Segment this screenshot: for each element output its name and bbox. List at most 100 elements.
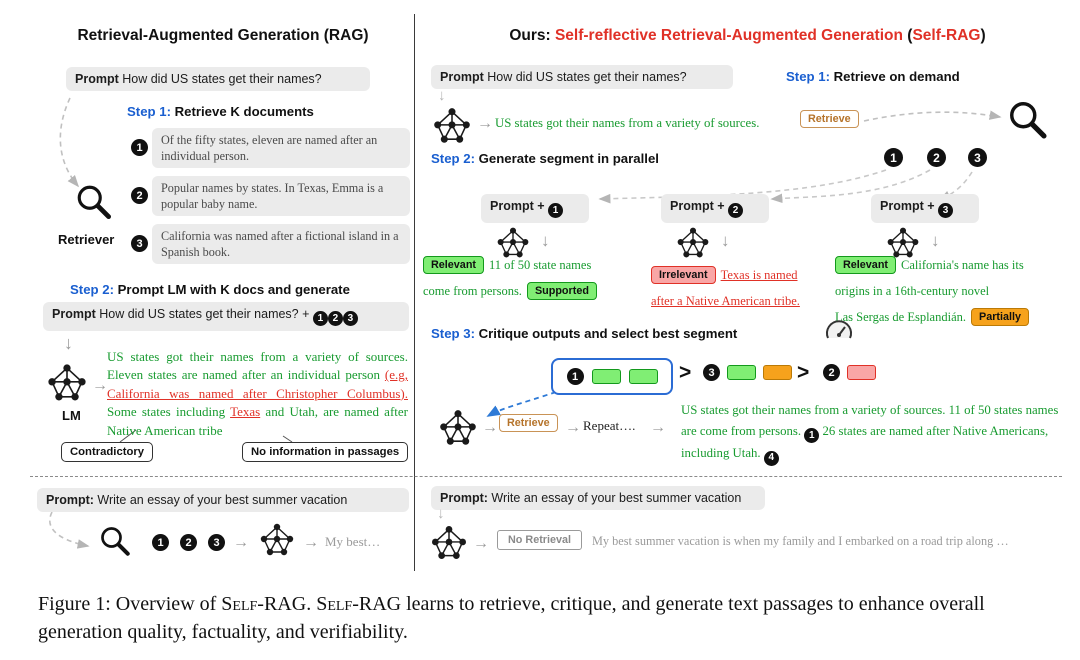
supported-badge: Supported [526,282,597,300]
dashed-arrow-prompt-to-retriever [59,97,80,188]
generation-segment-green: Native American tribe [107,422,223,438]
title-ours: Ours: [509,27,551,44]
left-prompt-box: Prompt How did US states get their names… [66,67,370,91]
retrieve-token-badge: Retrieve [800,110,859,128]
no-information-callout: No information in passages [242,442,409,462]
down-arrow-icon: ↓ [64,333,73,353]
my-best-label: My best… [325,534,381,549]
segment-bar-green [628,369,658,384]
rank3-doc: 2 [823,364,840,381]
down-arrow-icon: ↓ [541,231,550,250]
step3-label: Step 3: [431,326,475,341]
segment-bar-pink [847,365,876,380]
segment-bar-green [727,365,756,380]
rank2-group: 3 [703,364,792,381]
right-prompt-box: Prompt How did US states get their names… [431,65,733,89]
citation-doc-4: 4 [763,451,779,466]
right-step2-heading: Step 2: Generate segment in parallel [431,151,659,166]
doc-text-2: Popular names by states. In Texas, Emma … [161,181,384,211]
greater-than-sign: > [797,361,810,384]
bottom-doc-3: 3 [208,534,225,551]
step1-text: Retrieve on demand [833,69,960,84]
prompt-plus-1-box: Prompt + 1 [481,194,589,223]
lm-icon [260,523,294,556]
generation-segment-green: US states got their names from a variety… [107,349,408,383]
gauge-icon [826,320,852,339]
essay-prompt-text: Write an essay of your best summer vacat… [97,493,348,507]
retrieve-token-text: Retrieve [808,113,851,125]
title-main: Self-reflective Retrieval-Augmented Gene… [554,27,903,44]
prompt2-text: How did US states get their names? + [99,307,310,321]
title-paren-open: ( [907,27,913,44]
ondemand-generation-text: US states got their names from a variety… [495,116,759,131]
final-generation-text: US states got their names from a variety… [681,400,1063,466]
retrieve-token-badge: Retrieve [499,414,558,432]
left-essay-prompt-box: Prompt: Write an essay of your best summ… [37,488,409,512]
prompt-question: How did US states get their names? [122,72,322,86]
segment-bar-orange [763,365,792,380]
right-arrow-icon: → [92,377,108,394]
rank1-doc: 1 [566,368,584,385]
inline-doc-2: 2 [327,311,343,326]
generation-segment-green: Some states including [107,404,231,420]
right-arrow-icon: → [233,534,249,551]
step1-label: Step 1: [786,69,830,84]
essay-prompt-text: Write an essay of your best summer vacat… [491,491,742,505]
caption-selfrag-1: Self-RAG [221,593,307,615]
panel-divider [414,14,415,571]
prompt-label: Prompt [52,307,96,321]
right-arrow-icon: → [565,419,581,436]
step1-label: Step 1: [127,104,171,119]
figure-caption: Figure 1: Overview of Self-RAG. Self-RAG… [38,590,998,646]
step2-label: Step 2: [70,282,114,297]
lm-icon [431,525,467,559]
down-arrow-icon: ↓ [931,231,940,250]
down-arrow-icon: ↓ [438,87,446,104]
lm-generation-text: US states got their names from a variety… [107,348,408,440]
retriever-label-text: Retriever [58,232,115,247]
lm-icon [677,227,709,258]
repeat-label: Repeat…. [583,418,636,433]
lm-label: LM [62,408,81,423]
inline-doc-2: 2 [728,203,744,218]
prompt-label: Prompt [440,70,484,84]
col2-text-line1: Texas is named [720,267,798,282]
no-retrieval-generation: My best summer vacation is when my famil… [592,534,1009,548]
retrieved-doc-3: 3 [968,148,987,167]
dashed-arrow-retrieve-to-search [863,110,1002,122]
generation-segment-red: (e.g, California was named after Christo… [107,367,408,401]
partially-badge: Partially [971,308,1030,326]
bottom-doc-1: 1 [152,534,169,551]
prompt-plus-3-box: Prompt + 3 [871,194,979,223]
contradictory-text: Contradictory [70,446,145,458]
no-information-text: No information in passages [251,446,400,458]
inline-doc-1: 1 [312,311,328,326]
step2-text: Prompt LM with K docs and generate [117,282,350,297]
retrieved-doc-2: 2 [927,148,946,167]
right-essay-prompt-box: Prompt: Write an essay of your best summ… [431,486,765,510]
prompt-question: How did US states get their names? [487,70,687,84]
prompt-plus-label: Prompt + [880,199,935,213]
retriever-search-icon [77,185,112,220]
column2-output: Irrelevant Texas is named after a Native… [651,262,800,314]
step2-text: Generate segment in parallel [478,151,659,166]
lm-icon [497,227,529,258]
ondemand-generation: US states got their names from a variety… [495,116,760,130]
left-step1-heading: Step 1: Retrieve K documents [127,104,314,119]
doc-text-1: Of the fifty states, eleven are named af… [161,133,378,163]
irrelevant-badge: Irrelevant [651,266,716,284]
col3-text-line1: California's name has its [901,257,1024,272]
col3-text-line3: Las Sergas de Esplandián. [835,309,966,324]
prompt-plus-label: Prompt + [490,199,545,213]
right-arrow-icon: → [473,535,489,552]
right-arrow-icon: → [477,115,493,132]
lm-icon [434,108,470,143]
prompt-plus-2-box: Prompt + 2 [661,194,769,223]
greater-than-sign: > [679,361,692,384]
column1-output: Relevant 11 of 50 state names come from … [423,252,597,304]
down-arrow-icon: ↓ [437,505,445,522]
segment-bar-green [591,369,621,384]
rank2-doc: 3 [703,364,720,381]
right-panel-title: Ours: Self-reflective Retrieval-Augmente… [425,27,1070,45]
doc-number-2: 2 [131,187,148,204]
